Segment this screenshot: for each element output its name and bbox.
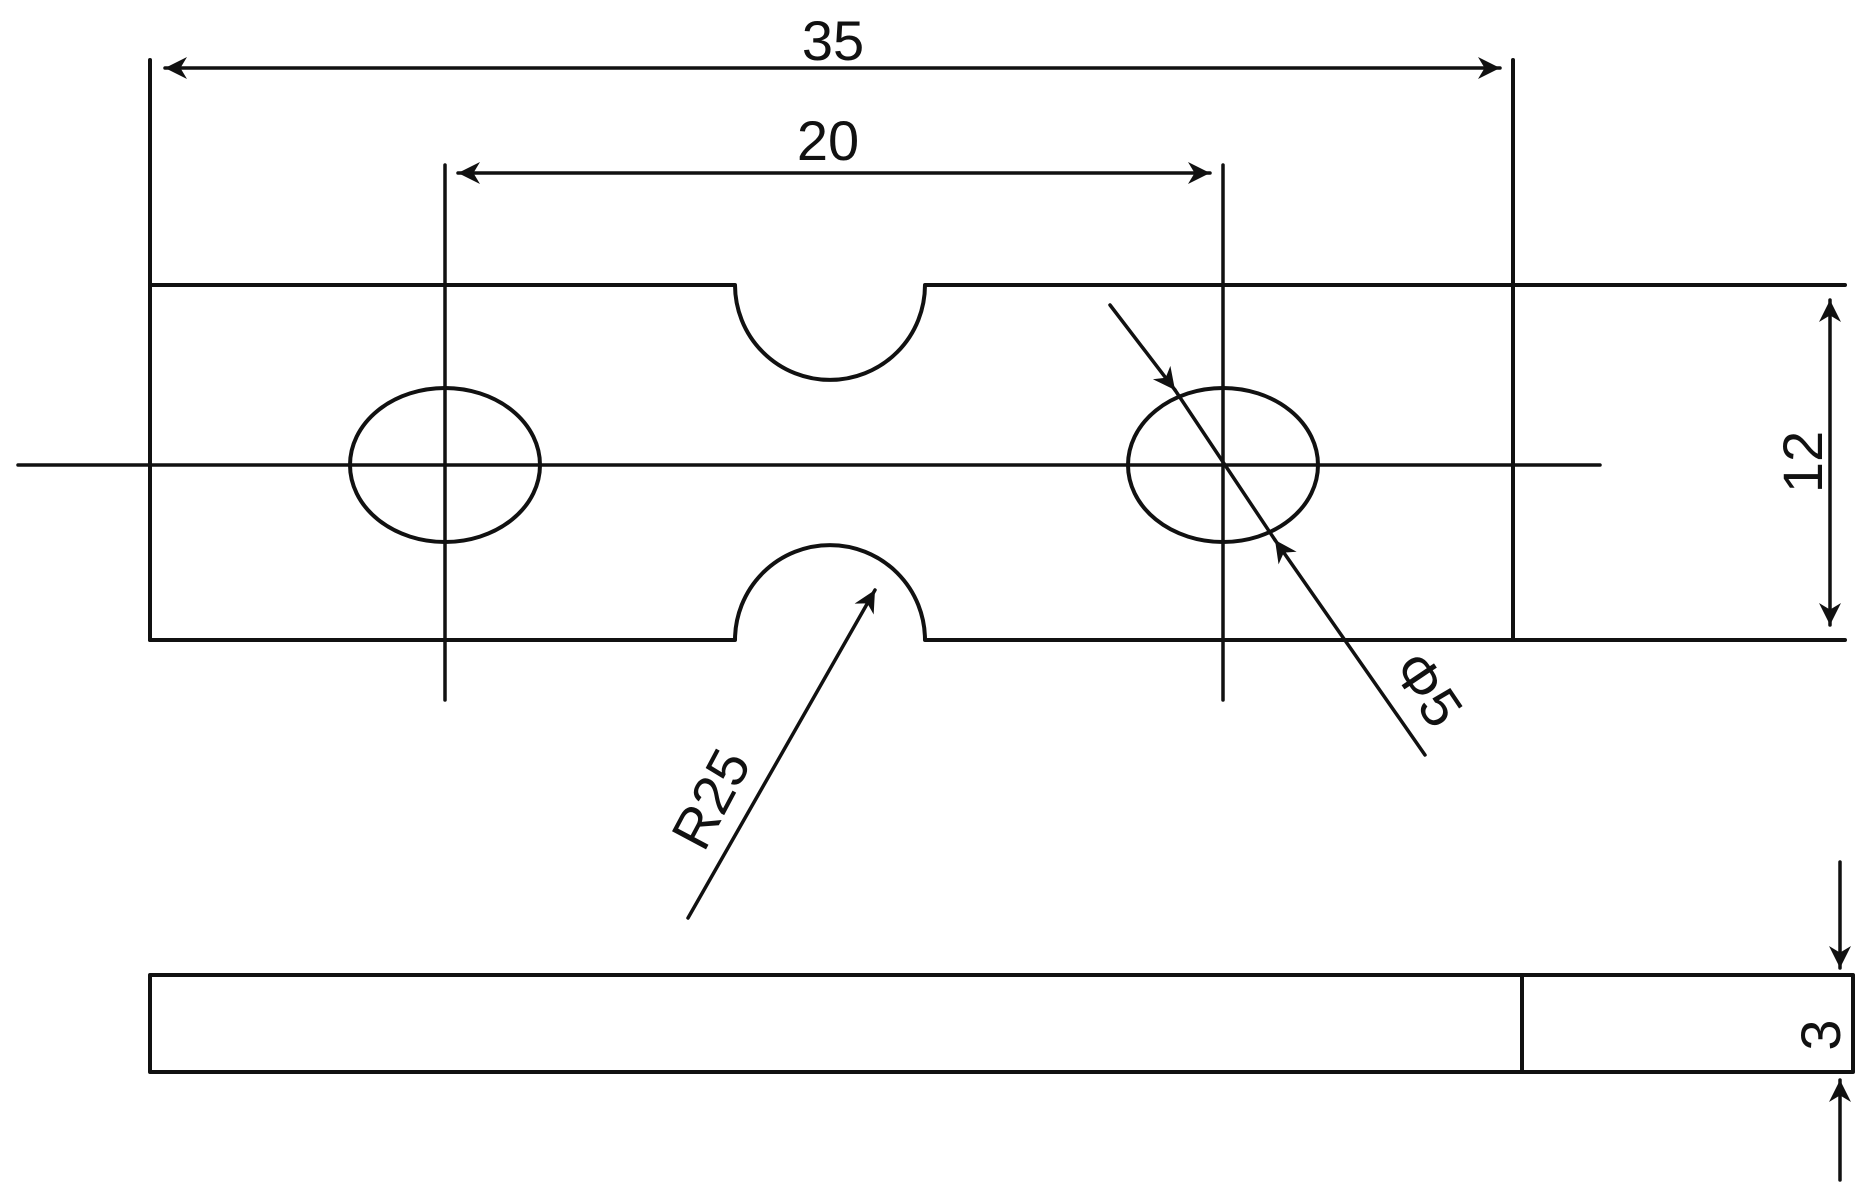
hole-diameter-leader-upper <box>1108 303 1177 392</box>
thickness-label: 3 <box>1789 1019 1852 1050</box>
overall-width-label: 35 <box>802 9 864 72</box>
hole-spacing-label: 20 <box>797 109 859 172</box>
notch-radius-leader <box>686 588 877 920</box>
notch-radius-label: R25 <box>659 739 763 859</box>
height-label: 12 <box>1771 431 1834 493</box>
plate-side-view <box>148 973 1855 1074</box>
plate-outline-top-view <box>148 283 1847 642</box>
hole-diameter-label: Φ5 <box>1381 640 1476 738</box>
hole-diameter-leader-lower <box>1273 538 1427 757</box>
hole-diameter-leader-through <box>1173 388 1277 542</box>
